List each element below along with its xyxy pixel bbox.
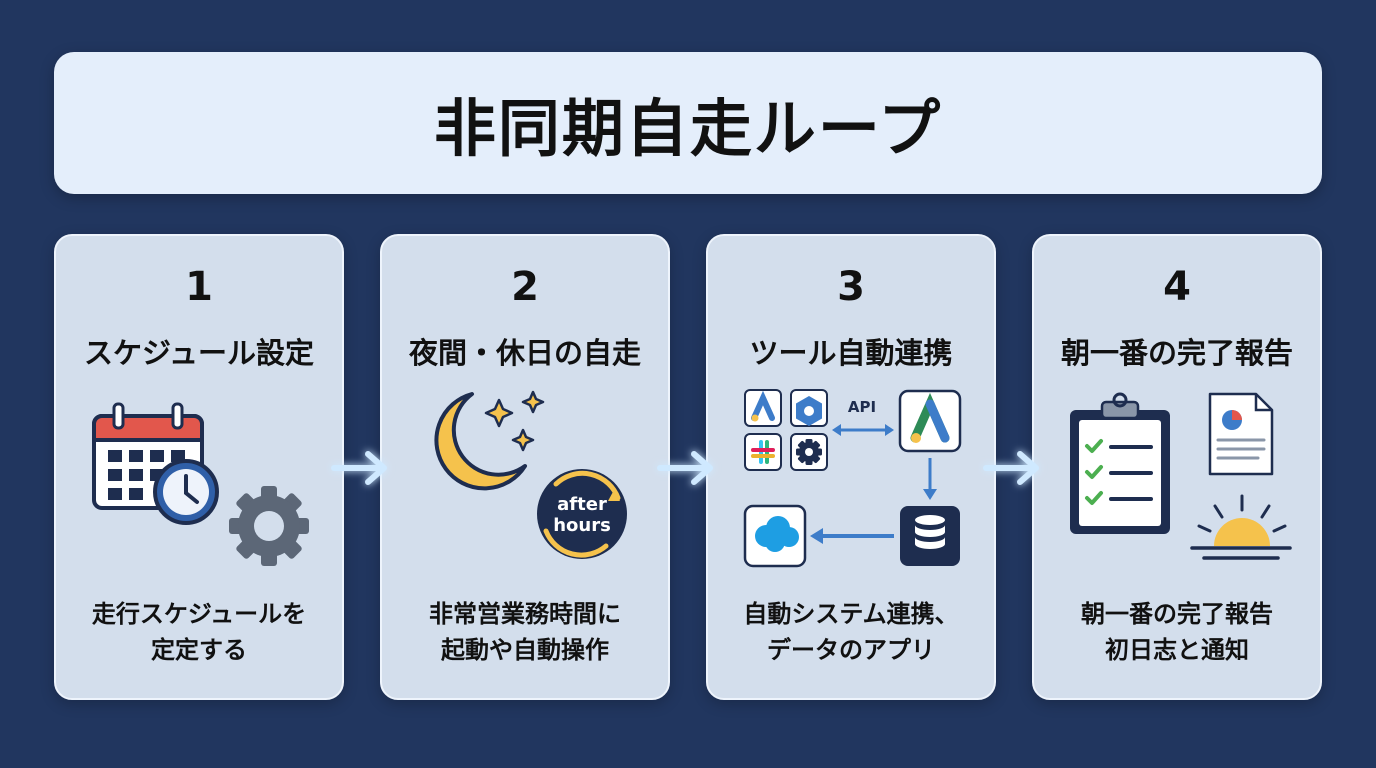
checklist-clipboard-icon: [1070, 392, 1170, 534]
moon-icon: [434, 392, 527, 491]
step-1-illustration: [92, 402, 309, 566]
step-heading: スケジュール設定: [84, 336, 314, 370]
slack-icon: [744, 433, 782, 471]
report-document-icon: [1208, 392, 1274, 476]
step-description: 非常営業務時間に 起動や自動操作: [382, 596, 668, 668]
arrow-left-icon: [810, 528, 894, 544]
step-description-line: 非常営業務時間に: [429, 600, 621, 628]
flow-arrow-icon: [657, 451, 713, 485]
step-description-line: 起動や自動操作: [441, 636, 609, 664]
gear-icon: [790, 433, 828, 471]
step-3-illustration: API: [743, 389, 962, 568]
gear-icon: [229, 486, 309, 566]
database-icon: [900, 506, 960, 566]
badge-text: hours: [553, 515, 611, 536]
after-hours-badge-icon: after hours: [537, 469, 627, 559]
step-heading: ツール自動連携: [749, 336, 953, 370]
cloud-hexagon-icon: [790, 389, 828, 427]
step-number: 1: [185, 264, 213, 310]
calendar-icon: [92, 402, 204, 510]
step-card-3: 3 ツール自動連携: [706, 234, 996, 700]
step-description-line: 定定する: [151, 636, 247, 664]
page-title: 非同期自走ループ: [433, 92, 943, 165]
ads-icon: [898, 389, 962, 453]
api-label: API: [848, 398, 876, 416]
step-card-1: 1 スケジュール設定: [54, 234, 344, 700]
arrow-down-icon: [923, 458, 937, 500]
salesforce-cloud-icon: [743, 504, 807, 568]
step-description: 走行スケジュールを 定定する: [56, 596, 342, 668]
sunrise-icon: [1190, 494, 1292, 560]
step-4-illustration: [1070, 392, 1292, 560]
step-number: 3: [837, 264, 865, 310]
step-description-line: データのアプリ: [767, 636, 935, 664]
step-card-2: 2 夜間・休日の自走 after hours 非常営業務時間に 起動や自動操作: [380, 234, 670, 700]
step-2-illustration: after hours: [434, 390, 627, 559]
step-description-line: 自動システム連携、: [743, 600, 959, 628]
title-banner: 非同期自走ループ: [54, 52, 1322, 194]
sparkle-icon: [484, 390, 545, 452]
ads-icon: [744, 389, 782, 427]
flow-arrow-icon: [983, 451, 1039, 485]
api-double-arrow-icon: [832, 424, 894, 436]
step-card-4: 4 朝一番の完了報告: [1032, 234, 1322, 700]
step-description-line: 走行スケジュールを: [91, 600, 307, 628]
step-number: 4: [1163, 264, 1191, 310]
step-heading: 朝一番の完了報告: [1060, 336, 1293, 370]
step-number: 2: [511, 264, 539, 310]
step-description-line: 朝一番の完了報告: [1081, 600, 1273, 628]
step-description-line: 初日志と通知: [1105, 636, 1249, 664]
flow-arrow-icon: [331, 451, 387, 485]
step-description: 朝一番の完了報告 初日志と通知: [1034, 596, 1320, 668]
step-description: 自動システム連携、 データのアプリ: [708, 596, 994, 668]
step-heading: 夜間・休日の自走: [408, 336, 641, 370]
clock-icon: [153, 459, 219, 525]
badge-text: after: [557, 494, 607, 515]
